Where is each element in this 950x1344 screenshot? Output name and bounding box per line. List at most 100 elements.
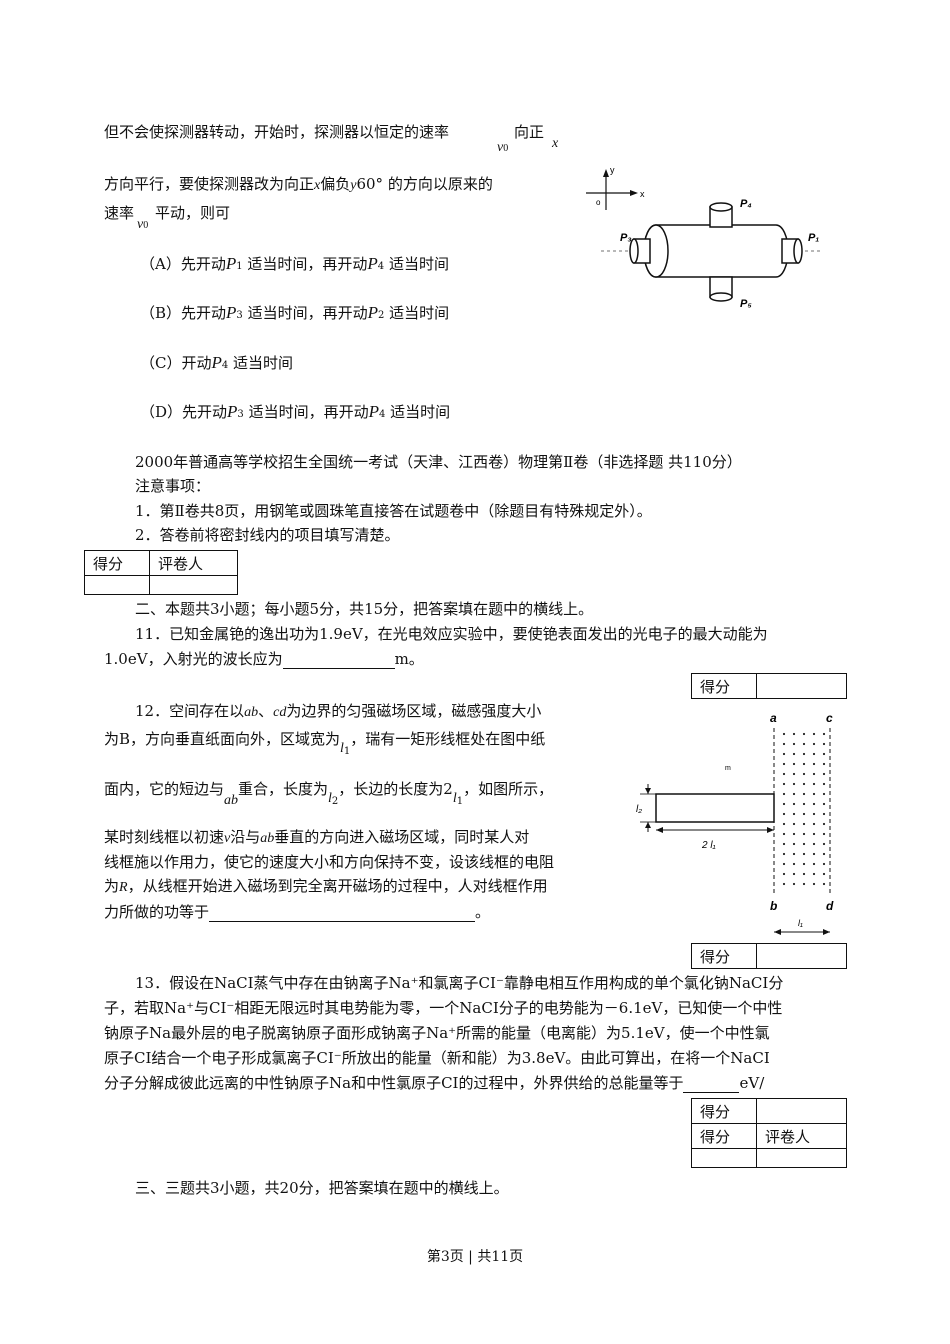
fig-label-l2: l₂ — [636, 804, 642, 815]
field-dot — [792, 832, 796, 836]
field-dot — [812, 812, 816, 816]
fig-label-p1: P₁ — [808, 232, 819, 244]
field-dot — [782, 752, 786, 756]
q10-v0-symbol: v0 — [497, 140, 509, 155]
field-dot — [812, 832, 816, 836]
q12-line2: 为B，方向垂直纸面向外，区域宽为l1，瑞有一矩形线框处在图中纸 — [104, 730, 546, 757]
q10-line3-tail: 平动，则可 — [155, 204, 231, 222]
field-dot — [782, 822, 786, 826]
field-dot — [812, 742, 816, 746]
q13-line1: 13．假设在NaCI蒸气中存在由钠离子Na⁺和氯离子CI⁻靠静电相互作用构成的单… — [135, 974, 784, 992]
magnetic-field-dots — [782, 732, 826, 886]
field-dot — [822, 802, 826, 806]
field-dot — [792, 752, 796, 756]
page-footer: 第3页 | 共11页 — [426, 1249, 524, 1265]
option-c: （C）开动P4 适当时间 — [140, 353, 294, 372]
score-cell[interactable] — [756, 673, 847, 699]
field-dot — [802, 792, 806, 796]
field-dot — [822, 752, 826, 756]
grader-cell[interactable] — [149, 575, 238, 595]
score-cell-2[interactable] — [691, 1148, 757, 1168]
score-label-2: 得分 — [691, 1123, 757, 1149]
field-dot — [792, 882, 796, 886]
field-dot — [782, 792, 786, 796]
field-dot — [782, 872, 786, 876]
field-dot — [812, 802, 816, 806]
field-dot — [812, 882, 816, 886]
field-dot — [782, 852, 786, 856]
field-dot — [802, 852, 806, 856]
field-dot — [792, 762, 796, 766]
grader-label: 评卷人 — [149, 550, 238, 576]
field-dot — [822, 742, 826, 746]
score-table-3: 得分 — [691, 943, 847, 969]
field-dot — [802, 802, 806, 806]
q13-answer-blank[interactable] — [683, 1076, 740, 1093]
field-dot — [802, 812, 806, 816]
field-dot — [792, 822, 796, 826]
grader-label: 评卷人 — [756, 1123, 847, 1149]
fig-label-l1: l₁ — [798, 918, 803, 928]
q13-line5: 分子分解成彼此远离的中性钠原子Na和中性氯原子CI的过程中，外界供给的总能量等于… — [104, 1074, 765, 1093]
q10-line2: 方向平行，要使探测器改为向正x偏负y60° 的方向以原来的 — [104, 175, 493, 193]
magnetic-field-figure: a c m l₂ 2 l₁ b d l₁ — [636, 711, 834, 935]
field-dot — [782, 762, 786, 766]
q10-v0-symbol-2: v0 — [137, 217, 149, 232]
score-cell[interactable] — [756, 1098, 847, 1124]
field-dot — [792, 772, 796, 776]
wire-frame — [655, 793, 775, 823]
field-dot — [792, 852, 796, 856]
field-dot — [822, 832, 826, 836]
field-dot — [792, 812, 796, 816]
q12-line4: 某时刻线框以初速v沿与ab垂直的方向进入磁场区域，同时某人对 — [104, 828, 530, 846]
q12-line7: 力所做的功等于。 — [104, 903, 491, 922]
field-dot — [802, 772, 806, 776]
field-dot — [802, 742, 806, 746]
field-dot — [822, 882, 826, 886]
field-dot — [812, 782, 816, 786]
field-dot — [802, 782, 806, 786]
score-table-4: 得分 得分评卷人 — [691, 1098, 847, 1168]
field-dot — [822, 872, 826, 876]
field-dot — [822, 782, 826, 786]
field-dot — [822, 762, 826, 766]
field-dot — [812, 862, 816, 866]
field-dot — [782, 882, 786, 886]
field-dot — [782, 782, 786, 786]
q13-line3: 钠原子Na最外层的电子脱离钠原子面形成钠离子Na⁺所需的能量（电离能）为5.1e… — [104, 1024, 770, 1042]
field-dot — [792, 782, 796, 786]
option-b: （B）先开动P3 适当时间，再开动P2 适当时间 — [140, 303, 450, 322]
fig-label-a: a — [770, 711, 777, 725]
q11-answer-blank[interactable] — [282, 652, 395, 669]
field-dot — [802, 832, 806, 836]
option-d: （D）先开动P3 适当时间，再开动P4 适当时间 — [140, 402, 451, 421]
field-dot — [822, 792, 826, 796]
field-dot — [802, 762, 806, 766]
field-dot — [802, 872, 806, 876]
score-cell[interactable] — [84, 575, 150, 595]
q13-line4: 原子CI结合一个电子形成氯离子CI⁻所放出的能量（新和能）为3.8eV。由此可算… — [104, 1049, 770, 1067]
notice-item-1: 1．第Ⅱ卷共8页，用钢笔或圆珠笔直接答在试题卷中（除题目有特殊规定外）。 — [135, 502, 652, 520]
field-dot — [792, 792, 796, 796]
field-dot — [802, 732, 806, 736]
q12-line6: 为R，从线框开始进入磁场到完全离开磁场的过程中，人对线框作用 — [104, 877, 548, 895]
fig-origin-label: o — [596, 198, 601, 207]
field-dot — [802, 862, 806, 866]
q12-line5: 线框施以作用力，使它的速度大小和方向保持不变，设该线框的电阻 — [104, 853, 555, 871]
q12-line1: 12．空间存在以ab、cd为边界的匀强磁场区域，磁感强度大小 — [135, 702, 542, 720]
score-cell[interactable] — [756, 943, 847, 969]
q12-answer-blank[interactable] — [209, 905, 476, 922]
field-dot — [792, 872, 796, 876]
fig-label-m: m — [725, 765, 731, 772]
q13-line2: 子，若取Na⁺与CI⁻相距无限远时其电势能为零，一个NaCI分子的电势能为－6.… — [104, 999, 783, 1017]
field-dot — [782, 812, 786, 816]
field-dot — [792, 802, 796, 806]
grader-cell[interactable] — [756, 1148, 847, 1168]
field-dot — [822, 772, 826, 776]
field-dot — [782, 802, 786, 806]
q11-line1: 11．已知金属铯的逸出功为1.9eV，在光电效应实验中，要使铯表面发出的光电子的… — [135, 625, 768, 643]
field-dot — [802, 882, 806, 886]
field-dot — [792, 732, 796, 736]
notice-label: 注意事项： — [135, 477, 211, 495]
q10-line3: 速率 — [104, 204, 135, 222]
